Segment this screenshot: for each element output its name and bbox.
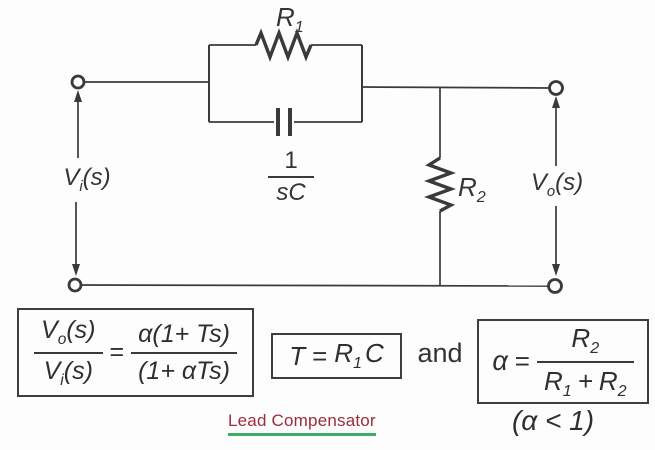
terminal-input-bottom <box>67 277 83 293</box>
alpha-condition: (α < 1) <box>511 405 595 436</box>
figure-caption: Lead Compensator <box>228 411 376 436</box>
vi-arrowhead-up <box>74 90 82 102</box>
alpha-formula-box: α = R2 R1+R2 <box>477 319 649 404</box>
vi-label: Vi(s) <box>63 164 111 195</box>
resistor-r1 <box>254 28 313 62</box>
vo-arrowhead-up <box>552 96 560 108</box>
alpha-fraction: R2 R1+R2 <box>536 322 634 401</box>
t-symbol: T <box>289 340 306 371</box>
alpha-symbol: α <box>492 346 508 376</box>
transfer-rhs-fraction: α(1+ Ts) (1+ αTs) <box>131 319 237 386</box>
bottom-wire <box>80 284 549 287</box>
r2-label: R2 <box>458 172 486 207</box>
resistor-r2 <box>424 156 456 213</box>
transfer-function-box: Vo(s) Vi(s) = α(1+ Ts) (1+ αTs) <box>17 308 254 397</box>
connector-and: and <box>417 338 463 368</box>
vo-label: Vo(s) <box>530 169 584 200</box>
terminal-output-bottom <box>547 278 563 294</box>
r1-label: R1 <box>276 2 304 37</box>
vi-arrowhead-down <box>72 264 80 276</box>
terminal-output-top <box>548 80 564 96</box>
transfer-equals: = <box>109 338 125 366</box>
circuit-diagram <box>67 28 564 294</box>
t-equals: = <box>312 340 328 371</box>
output-wire <box>361 86 550 89</box>
vo-arrowhead-down <box>552 264 560 276</box>
capacitor-impedance-label: 1 sC <box>263 147 319 207</box>
terminal-input-top <box>70 74 86 90</box>
alpha-equals: = <box>514 346 530 376</box>
transfer-lhs-fraction: Vo(s) Vi(s) <box>34 315 103 390</box>
